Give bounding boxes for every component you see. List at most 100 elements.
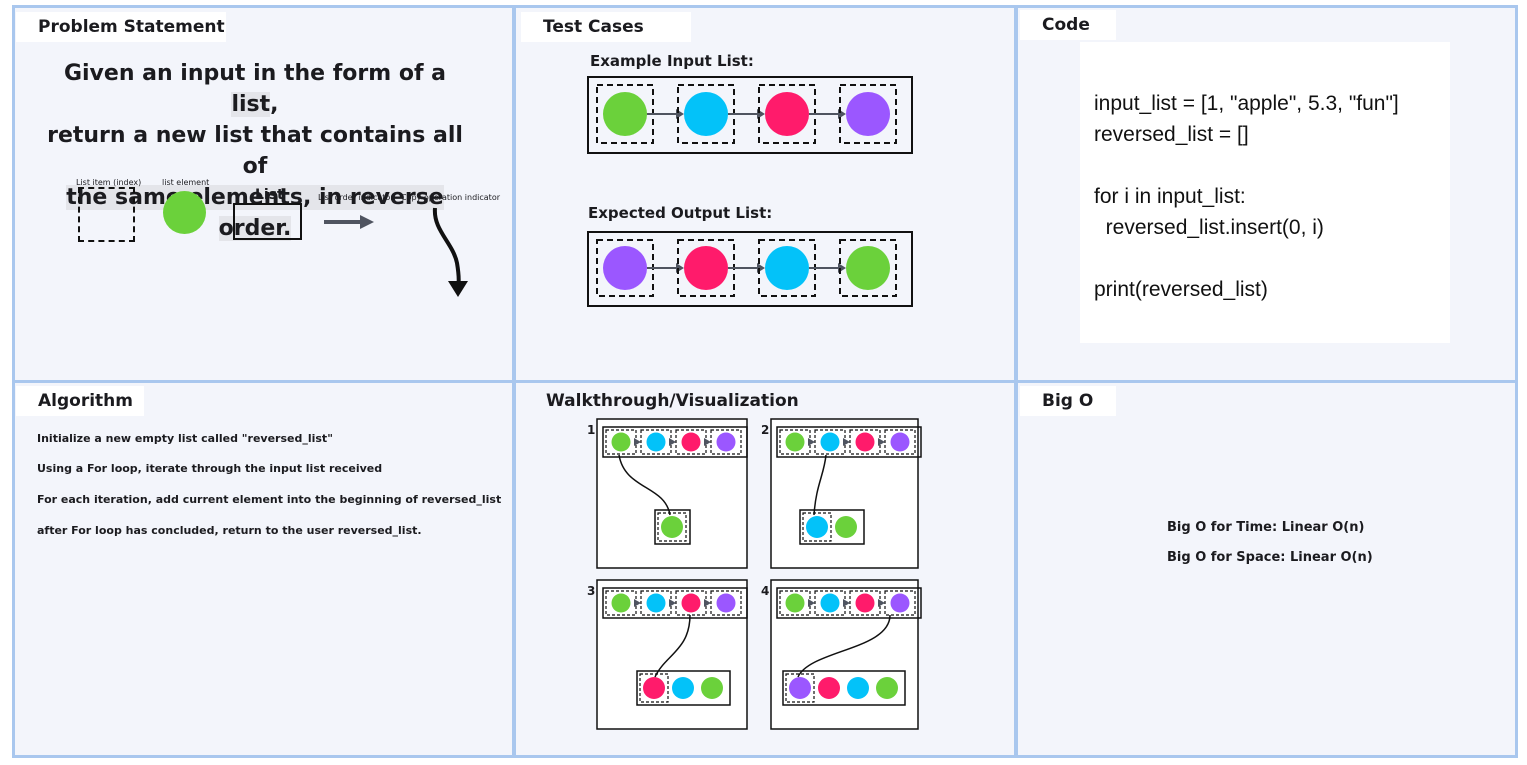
walkthrough-step-3-result-item-1 [639, 673, 669, 703]
statement-line-1: Given an input in the form of a list, [63, 61, 447, 117]
legend-list-item-label: List item (index) [76, 178, 142, 187]
output-list-item-2-pink-dot [684, 246, 728, 290]
legend-order-arrow-icon [324, 215, 374, 229]
walkthrough-step-3-result-blue-dot [672, 677, 694, 699]
walkthrough-step-3-result-pink-dot [643, 677, 665, 699]
legend-copy-arrow-icon [432, 207, 468, 297]
walkthrough-step-4-result-green-dot [876, 677, 898, 699]
walkthrough-step-4-source-green-dot [785, 593, 805, 613]
walkthrough-step-2-result-green-dot [835, 516, 857, 538]
code-text: input_list = [1, "apple", 5.3, "fun"] re… [1094, 92, 1399, 301]
walkthrough-step-1-source-list [602, 426, 748, 458]
walkthrough-step-4-source-arrow-3 [878, 599, 885, 607]
walkthrough-step-2-source-blue-dot [820, 432, 840, 452]
walkthrough-step-1-source-pink-dot [681, 432, 701, 452]
walkthrough-step-2-source-list [776, 426, 922, 458]
statement-line-2: return a new list that contains all of [47, 123, 463, 179]
output-list-item-4-green-dot [846, 246, 890, 290]
walkthrough-step-3-source-purple-dot [716, 593, 736, 613]
input-list-item-3-pink-dot [765, 92, 809, 136]
walkthrough-step-2-result-blue-dot [806, 516, 828, 538]
walkthrough-step-1-result-green-dot [661, 516, 683, 538]
walkthrough-step-4-source-list [776, 587, 922, 619]
walkthrough-step-3-source-green-dot [611, 593, 631, 613]
walkthrough-step-1-number: 1 [587, 423, 596, 437]
walkthrough-step-4-source-blue-dot [820, 593, 840, 613]
walkthrough-step-2-source-pink-dot [855, 432, 875, 452]
walkthrough-step-2-source-arrow-3 [878, 438, 885, 446]
walkthrough-title: Walkthrough/Visualization [546, 391, 799, 411]
statement-line-3: the same elements, in reverse order. [66, 185, 444, 241]
test-cases-title: Test Cases [521, 12, 691, 42]
walkthrough-diagram [596, 418, 922, 730]
walkthrough-step-2-copy-arrow [813, 454, 827, 516]
walkthrough-step-1-source-arrow-2 [669, 438, 676, 446]
walkthrough-step-1-source-purple-dot [716, 432, 736, 452]
walkthrough-step-4-source-arrow-2 [843, 599, 850, 607]
input-list-diagram [587, 76, 913, 154]
walkthrough-step-1-result-list [654, 509, 691, 545]
walkthrough-step-3-source-item-4 [710, 590, 742, 616]
walkthrough-step-1-source-green-dot [611, 432, 631, 452]
legend-copy-label: Copy operation indicator [401, 193, 501, 202]
walkthrough-step-2-result-item-1 [802, 512, 832, 542]
legend-list-label: List [255, 187, 284, 203]
walkthrough-step-3-source-pink-dot [681, 593, 701, 613]
walkthrough-step-4-source-purple-dot [890, 593, 910, 613]
input-list-item-1-green-dot [603, 92, 647, 136]
walkthrough-step-4-copy-arrow [797, 614, 891, 678]
walkthrough-step-1-source-arrow-1 [634, 438, 641, 446]
output-list-diagram [587, 231, 913, 307]
walkthrough-step-4-result-list [782, 670, 906, 706]
walkthrough-step-2-source-item-4 [884, 429, 916, 455]
walkthrough-step-4-result-blue-dot [847, 677, 869, 699]
test-cases-panel [513, 5, 1017, 383]
walkthrough-step-3-source-arrow-3 [704, 599, 711, 607]
algorithm-step-1: Initialize a new empty list called "reve… [37, 432, 333, 445]
walkthrough-step-3-source-arrow-1 [634, 599, 641, 607]
output-list-item-3-blue-dot [765, 246, 809, 290]
walkthrough-step-1-result-item-1 [657, 512, 687, 542]
problem-statement-title: Problem Statement [16, 12, 226, 42]
algorithm-step-2: Using a For loop, iterate through the in… [37, 462, 383, 475]
algorithm-step-3: For each iteration, add current element … [37, 493, 502, 506]
code-block: input_list = [1, "apple", 5.3, "fun"] re… [1080, 42, 1450, 343]
legend-list-box [233, 203, 302, 240]
walkthrough-step-2-number: 2 [761, 423, 770, 437]
walkthrough-step-3-copy-arrow [654, 614, 691, 678]
output-list-label: Expected Output List: [588, 204, 773, 222]
algorithm-step-4: after For loop has concluded, return to … [37, 524, 422, 537]
input-list-item-2-blue-dot [684, 92, 728, 136]
walkthrough-step-4-result-item-1 [785, 673, 815, 703]
output-list-item-4-box [839, 239, 897, 297]
problem-statement-text: Given an input in the form of a list, re… [40, 58, 470, 244]
input-list-item-4-box [839, 84, 897, 144]
walkthrough-step-3-number: 3 [587, 584, 596, 598]
walkthrough-step-4-result-pink-dot [818, 677, 840, 699]
walkthrough-step-1-source-blue-dot [646, 432, 666, 452]
walkthrough-step-2-source-arrow-1 [808, 438, 815, 446]
output-list-outline [587, 231, 913, 307]
walkthrough-step-4-source-arrow-1 [808, 599, 815, 607]
code-title: Code [1020, 10, 1116, 40]
walkthrough-step-2-source-purple-dot [890, 432, 910, 452]
walkthrough-step-3-result-green-dot [701, 677, 723, 699]
walkthrough-step-1-source-item-4 [710, 429, 742, 455]
walkthrough-step-2-result-list [799, 509, 865, 545]
walkthrough-step-2-source-green-dot [785, 432, 805, 452]
walkthrough-step-3-source-list [602, 587, 748, 619]
walkthrough-step-4-number: 4 [761, 584, 770, 598]
walkthrough-step-2-source-arrow-2 [843, 438, 850, 446]
input-list-item-4-purple-dot [846, 92, 890, 136]
big-o-space: Big O for Space: Linear O(n) [1167, 550, 1373, 565]
input-list-label: Example Input List: [590, 52, 754, 70]
big-o-panel [1015, 380, 1518, 758]
algorithm-panel [12, 380, 515, 758]
walkthrough-step-3-result-list [636, 670, 731, 706]
walkthrough-step-4-source-pink-dot [855, 593, 875, 613]
input-list-outline [587, 76, 913, 154]
legend-list-element-label: list element [162, 178, 210, 187]
legend-order-label: List order indicator [318, 193, 394, 202]
big-o-title: Big O [1020, 386, 1116, 416]
walkthrough-step-1-source-arrow-3 [704, 438, 711, 446]
